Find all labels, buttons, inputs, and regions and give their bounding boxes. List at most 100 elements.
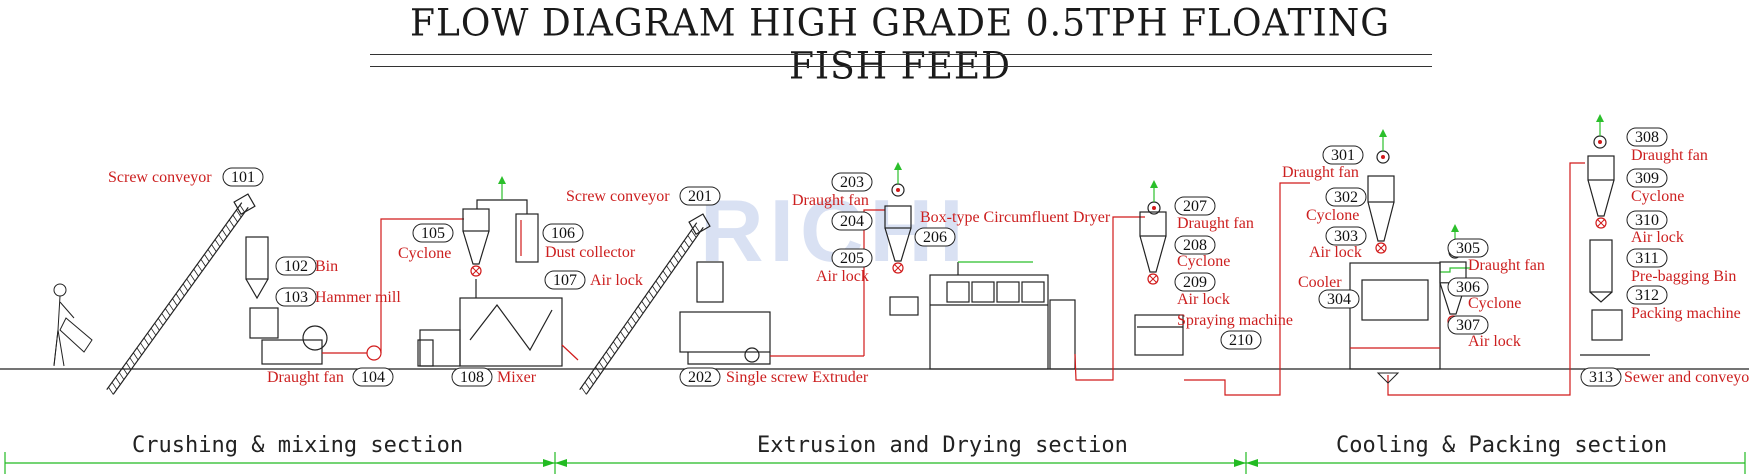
item-number: 308 — [1635, 129, 1659, 146]
item-name: Air lock — [1468, 333, 1521, 350]
item-name: Box-type Circumfluent Dryer — [920, 209, 1111, 226]
item-name: Screw conveyor — [566, 188, 670, 205]
cyclone-309 — [1587, 155, 1615, 229]
item-number-badge — [1174, 272, 1216, 292]
item-number-badge — [1626, 248, 1668, 268]
item-number: 303 — [1334, 228, 1358, 245]
item-number: 201 — [688, 188, 712, 205]
item-number-badge — [1174, 235, 1216, 255]
screw-conveyor-201 — [579, 213, 711, 395]
hammer-mill-103-motor — [302, 325, 328, 351]
item-name: Mixer — [497, 369, 537, 386]
item-name: Draught fan — [267, 369, 344, 386]
item-number-badge — [1447, 315, 1489, 335]
item-number: 103 — [284, 289, 308, 306]
item-name: Sewer and conveyor — [1624, 369, 1749, 386]
item-number-badge — [1580, 367, 1622, 387]
item-number-badge — [1626, 127, 1668, 147]
item-number-badge — [1220, 330, 1262, 350]
item-name: Packing machine — [1631, 305, 1741, 322]
dimension-arrowhead — [1234, 459, 1246, 467]
hammer-mill-103-base — [261, 339, 323, 365]
item-name: Air lock — [1177, 291, 1230, 308]
item-number-badge — [679, 186, 721, 206]
item-number-badge — [1325, 226, 1367, 246]
item-name: Bin — [315, 258, 338, 275]
item-number-badge — [1447, 277, 1489, 297]
dryer-206-heater-3 — [996, 281, 1020, 303]
item-number: 311 — [1635, 250, 1658, 267]
item-number: 202 — [688, 369, 712, 386]
dimension-arrowhead — [543, 459, 555, 467]
air-lock-205-housing — [889, 296, 919, 316]
item-number: 301 — [1331, 147, 1355, 164]
extruder-202-die — [744, 347, 760, 363]
item-name: Air lock — [1631, 229, 1684, 246]
item-number-badge — [275, 287, 317, 307]
item-name: Spraying machine — [1177, 312, 1293, 329]
section-label-extrusion: Extrusion and Drying section — [757, 433, 1128, 458]
pipe-105-106 — [476, 199, 528, 214]
pipe-210-301 — [1184, 182, 1310, 396]
item-number: 206 — [923, 229, 947, 246]
item-number: 307 — [1456, 317, 1480, 334]
item-name: Air lock — [590, 272, 643, 289]
item-name: Draught fan — [1631, 147, 1708, 164]
item-number: 305 — [1456, 240, 1480, 257]
item-name: Air lock — [1309, 244, 1362, 261]
item-number-badge — [275, 256, 317, 276]
cyclone-204 — [884, 205, 912, 274]
item-number-badge — [451, 367, 493, 387]
item-number: 101 — [231, 169, 255, 186]
item-name: Hammer mill — [315, 289, 401, 306]
item-number: 312 — [1635, 287, 1659, 304]
item-name: Cyclone — [1468, 295, 1521, 312]
item-number: 209 — [1183, 274, 1207, 291]
discharge-108 — [561, 344, 579, 361]
item-number: 302 — [1334, 189, 1358, 206]
item-206-callout: 206 Box-type Circumfluent Dryer — [914, 209, 1111, 247]
item-name: Cyclone — [398, 245, 451, 262]
item-number: 309 — [1635, 170, 1659, 187]
spraying-machine-210 — [1134, 314, 1184, 356]
item-name: Cooler — [1298, 274, 1342, 291]
item-name: Dust collector — [545, 244, 636, 261]
item-number-badge — [831, 211, 873, 231]
item-204-callout: 204 — [831, 211, 873, 231]
item-number: 304 — [1327, 291, 1351, 308]
item-number: 102 — [284, 258, 308, 275]
item-number-badge — [831, 248, 873, 268]
hammer-mill-103 — [249, 307, 279, 339]
item-number: 205 — [840, 250, 864, 267]
dryer-206-heater-4 — [1021, 281, 1045, 303]
cooler-304-window — [1361, 279, 1429, 321]
bin-102 — [245, 236, 269, 280]
item-name: Screw conveyor — [108, 169, 212, 186]
item-202-callout: 202 Single screw Extruder — [679, 367, 869, 387]
draught-fan-308 — [1593, 114, 1607, 149]
item-number: 208 — [1183, 237, 1207, 254]
item-name: Single screw Extruder — [726, 369, 869, 386]
item-name: Draught fan — [1177, 215, 1254, 232]
item-name: Air lock — [816, 268, 869, 285]
item-101-callout: 101 Screw conveyor — [108, 167, 264, 187]
draught-fan-207 — [1147, 180, 1161, 215]
